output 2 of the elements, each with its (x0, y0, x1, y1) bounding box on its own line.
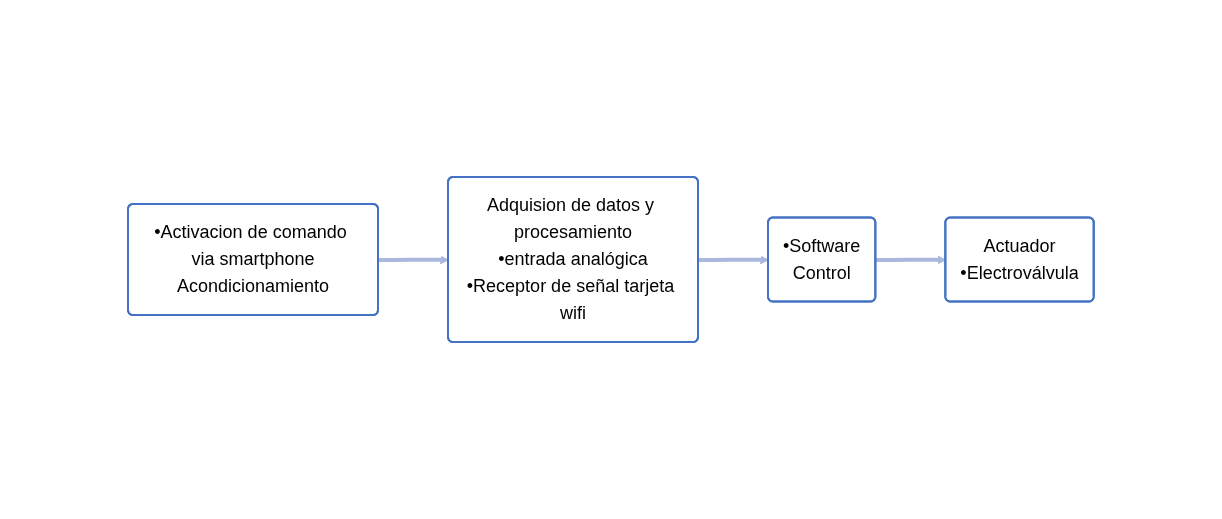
node-text: Adquision de datos y procesamiento •entrada analógica •Receptor de señal tarjeta wifi (466, 195, 675, 323)
node-text: •Activacion de comando via smartphone Acondicionamiento (154, 222, 347, 296)
